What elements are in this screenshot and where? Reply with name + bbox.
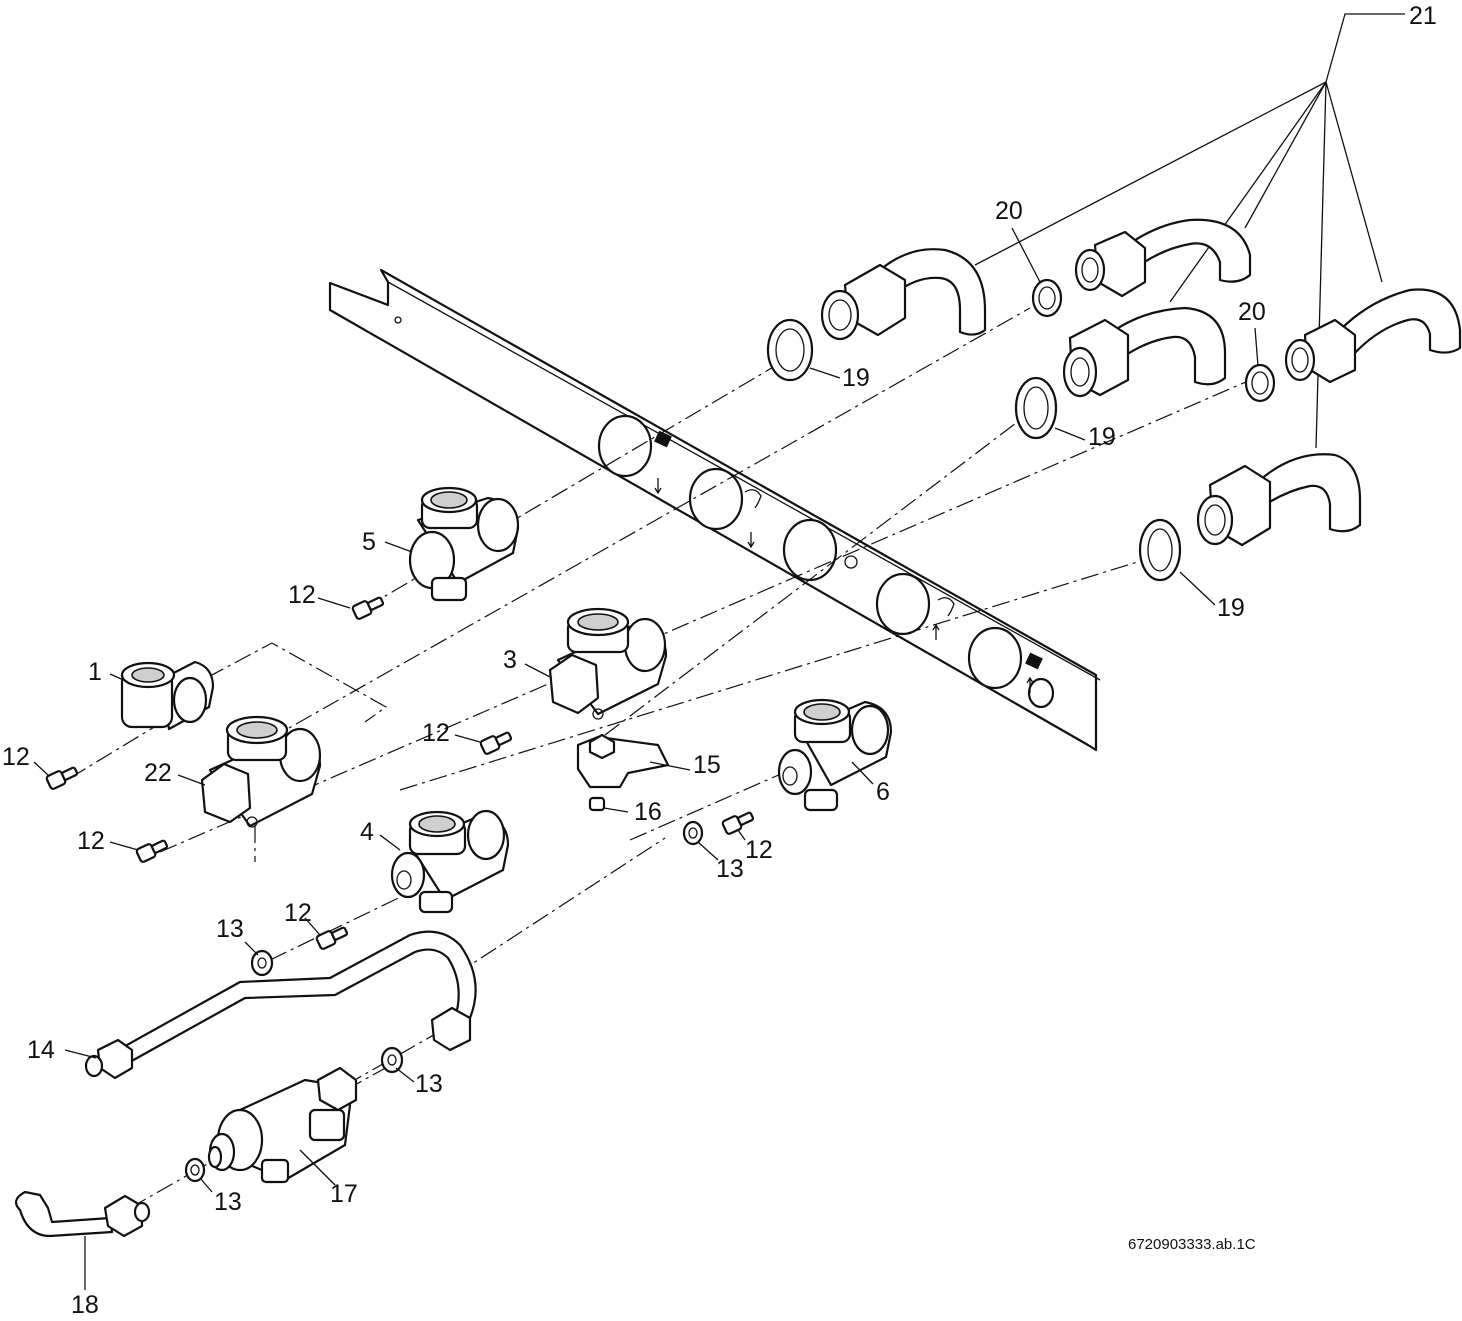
label-18: 18 <box>71 1291 99 1319</box>
clip-15 <box>576 733 670 789</box>
valve-6 <box>777 698 893 812</box>
label-19-c: 19 <box>1217 594 1245 622</box>
label-13-d: 13 <box>214 1188 242 1216</box>
label-19-a: 19 <box>842 364 870 392</box>
pipe-union-top-left <box>820 248 987 341</box>
label-13-b: 13 <box>716 855 744 883</box>
drawing-reference-code: 6720903333.ab.1C <box>1128 1236 1256 1253</box>
label-15: 15 <box>693 751 721 779</box>
washers-13 <box>184 820 704 1183</box>
screws-12 <box>45 596 755 950</box>
valve-4 <box>390 809 510 914</box>
pipe-union-top-middle <box>1074 218 1252 298</box>
label-5: 5 <box>362 528 376 556</box>
label-19-b: 19 <box>1088 423 1116 451</box>
label-6: 6 <box>876 778 890 806</box>
valve-22 <box>200 715 322 828</box>
valve-5 <box>408 486 520 602</box>
leader-lines-21 <box>974 13 1405 449</box>
label-1: 1 <box>88 658 102 686</box>
pipe-14 <box>84 930 477 1080</box>
label-leaders <box>33 227 1259 1290</box>
part-labels: 1 3 4 5 6 12 12 12 12 12 12 13 13 13 13 … <box>2 2 1437 1319</box>
label-12-f: 12 <box>745 836 773 864</box>
label-3: 3 <box>503 646 517 674</box>
rail-cutouts <box>597 414 1055 709</box>
valve-1 <box>120 660 215 731</box>
label-14: 14 <box>27 1036 55 1064</box>
pipe-union-middle <box>1062 306 1227 398</box>
label-22: 22 <box>144 759 172 787</box>
label-12-a: 12 <box>288 581 316 609</box>
label-12-c: 12 <box>422 719 450 747</box>
label-13-a: 13 <box>216 915 244 943</box>
mounting-rail <box>328 268 1101 752</box>
valve-3 <box>548 607 668 720</box>
label-12-d: 12 <box>77 827 105 855</box>
gaskets <box>766 278 1276 582</box>
pipe-union-lower <box>1196 453 1362 547</box>
label-21: 21 <box>1409 2 1437 30</box>
label-20-a: 20 <box>995 197 1023 225</box>
valve-17 <box>207 1066 358 1184</box>
label-12-b: 12 <box>2 743 30 771</box>
pipe-union-right <box>1284 288 1462 384</box>
label-20-b: 20 <box>1238 298 1266 326</box>
label-12-e: 12 <box>284 899 312 927</box>
pipe-18 <box>14 1190 151 1238</box>
label-13-c: 13 <box>415 1070 443 1098</box>
label-17: 17 <box>330 1180 358 1208</box>
label-4: 4 <box>360 818 374 846</box>
screw-16 <box>588 796 606 812</box>
label-16: 16 <box>634 798 662 826</box>
